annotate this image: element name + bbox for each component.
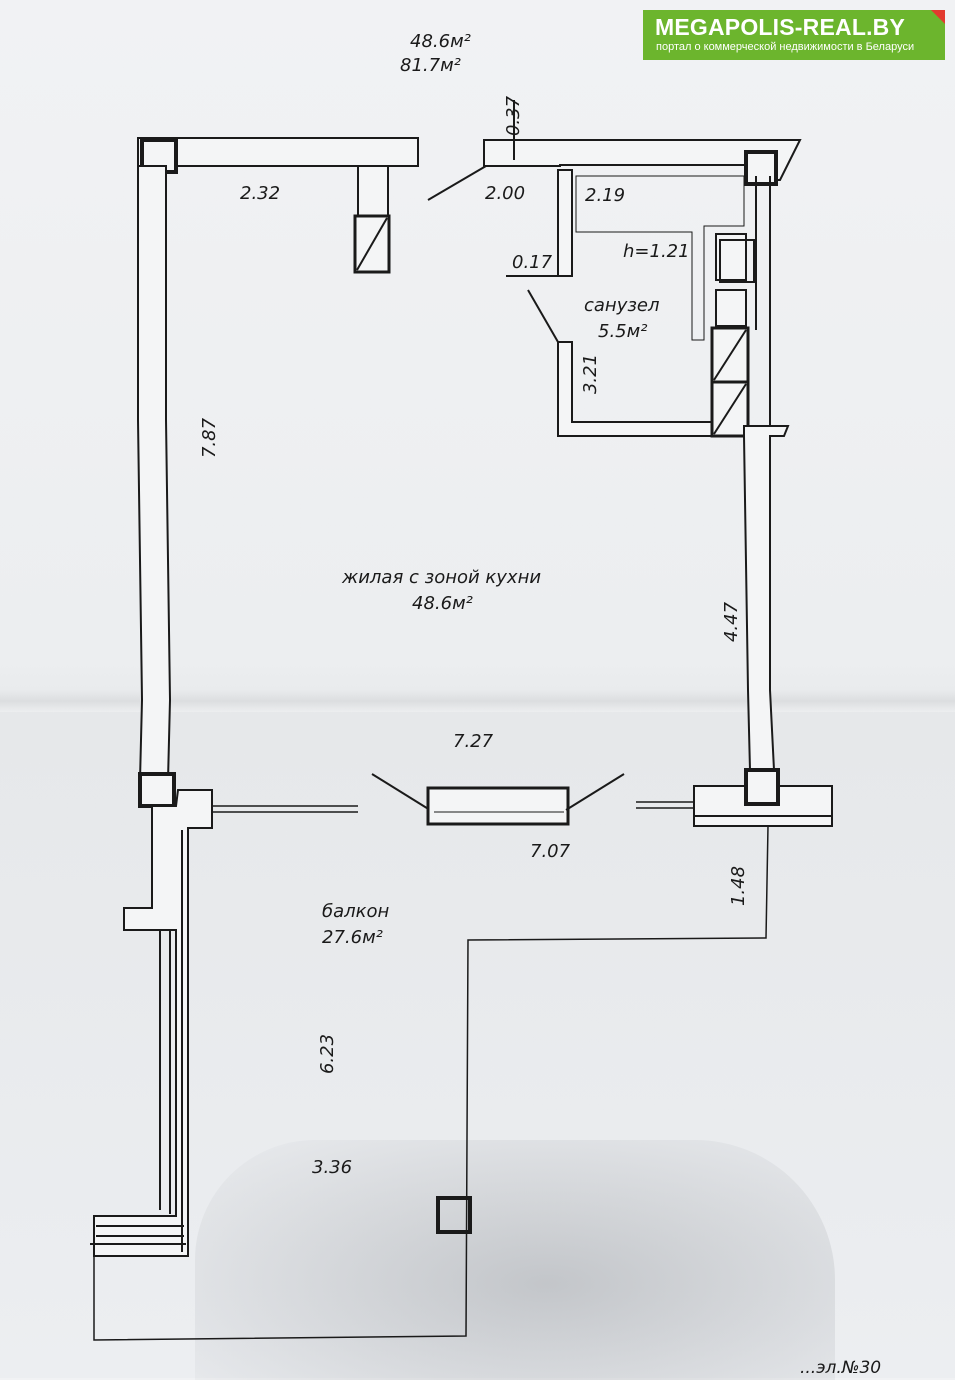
dim-2-00: 2.00 [485,183,526,204]
wall-right [743,425,790,771]
dim-0-37: 0.37 [503,95,525,137]
vent-shaft-top [357,165,389,219]
badge-title: MEGAPOLIS-REAL.BY [655,14,906,40]
dim-1-48: 1.48 [728,865,750,907]
dim-3-21: 3.21 [580,353,602,395]
site-badge[interactable]: MEGAPOLIS-REAL.BY портал о коммерческой … [643,10,945,60]
living-name: жилая с зоной кухни [342,567,542,588]
balcony-area: 27.6м² [322,927,383,948]
bath-name: санузел [584,295,660,316]
badge-subtitle: портал о коммерческой недвижимости в Бел… [656,41,915,53]
dim-6-23: 6.23 [317,1033,339,1075]
wall-left [137,165,172,781]
door-swing-top [427,165,487,201]
dim-2-19: 2.19 [585,185,626,206]
dim-7-87: 7.87 [199,417,221,459]
footer-partial-text: ...эл.№30 [800,1358,882,1378]
header-area-total: 81.7м² [400,55,461,76]
header-area-living: 48.6м² [410,31,471,52]
bathroom-wall-left [557,169,573,277]
dim-4-47: 4.47 [721,601,743,643]
door-swing-bath [527,289,559,343]
bath-height: h=1.21 [623,241,690,262]
column-mid-right [744,768,780,806]
column-top-right [744,150,778,186]
dim-3-36: 3.36 [312,1157,353,1178]
photo-shadow [195,1140,835,1380]
dim-7-07: 7.07 [530,841,571,862]
wall-top-left [137,137,419,167]
dim-0-17: 0.17 [512,252,553,273]
bath-area: 5.5м² [598,321,648,342]
dim-7-27: 7.27 [453,731,494,752]
balcony-door [426,786,570,826]
column-mid-left [138,772,176,808]
column-balcony [436,1196,472,1234]
balcony-name: балкон [322,901,390,922]
paper-fold [0,690,955,712]
dim-2-32: 2.32 [240,183,281,204]
balcony-outline [93,825,769,1341]
badge-corner-icon [931,10,945,24]
living-area: 48.6м² [412,593,473,614]
